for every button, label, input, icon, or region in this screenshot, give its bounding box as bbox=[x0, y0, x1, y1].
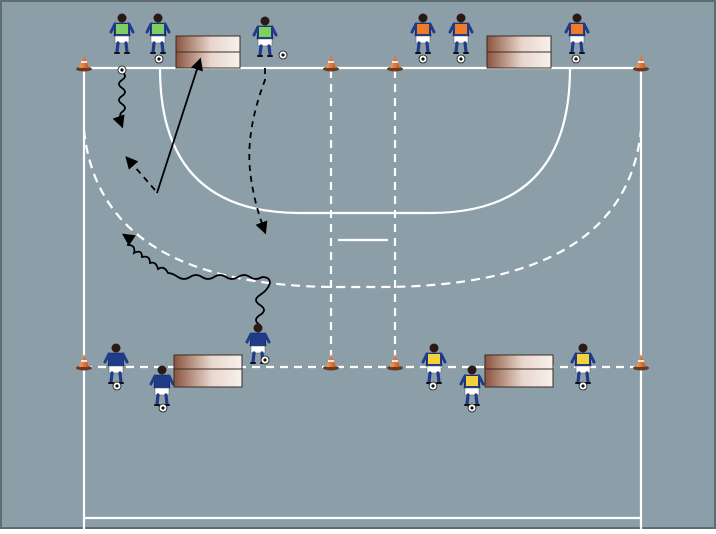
ball-icon bbox=[578, 381, 588, 391]
ball-icon bbox=[117, 65, 127, 75]
player-icon bbox=[421, 341, 447, 385]
ball-icon bbox=[418, 54, 428, 64]
dribble-arrow bbox=[121, 233, 271, 326]
player-icon bbox=[564, 11, 590, 55]
ball-icon bbox=[428, 381, 438, 391]
ball-icon bbox=[112, 381, 122, 391]
box-icon bbox=[484, 354, 554, 388]
cone-icon bbox=[633, 55, 649, 72]
boxes bbox=[173, 35, 554, 388]
movements bbox=[112, 57, 271, 326]
ball-icon bbox=[571, 54, 581, 64]
cone-icon bbox=[387, 354, 403, 371]
player-icon bbox=[145, 11, 171, 55]
player-icon bbox=[410, 11, 436, 55]
box-icon bbox=[175, 35, 241, 69]
player-icon bbox=[570, 341, 596, 385]
cone-icon bbox=[387, 55, 403, 72]
ball-icon bbox=[154, 54, 164, 64]
player-icon bbox=[109, 11, 135, 55]
player-icon bbox=[252, 14, 278, 58]
box-icon bbox=[486, 35, 552, 69]
box-icon bbox=[173, 354, 243, 388]
dribble-arrow bbox=[112, 71, 126, 129]
pass-arrow bbox=[156, 57, 203, 194]
cone-icon bbox=[76, 55, 92, 72]
cone-icon bbox=[323, 354, 339, 371]
ball-icon bbox=[158, 403, 168, 413]
player-icon bbox=[459, 363, 485, 407]
cone-icon bbox=[323, 55, 339, 72]
goal-area-line bbox=[158, 67, 572, 215]
players bbox=[103, 11, 596, 407]
player-icon bbox=[448, 11, 474, 55]
ball-icon bbox=[467, 403, 477, 413]
ball-icon bbox=[456, 54, 466, 64]
free-throw-line bbox=[82, 129, 643, 289]
run-arrow bbox=[125, 156, 156, 191]
ball-icon bbox=[260, 355, 270, 365]
cone-icon bbox=[633, 354, 649, 371]
ball-icon bbox=[278, 50, 288, 60]
cone-icon bbox=[76, 354, 92, 371]
cones bbox=[76, 55, 649, 371]
run-arrow bbox=[248, 68, 268, 235]
